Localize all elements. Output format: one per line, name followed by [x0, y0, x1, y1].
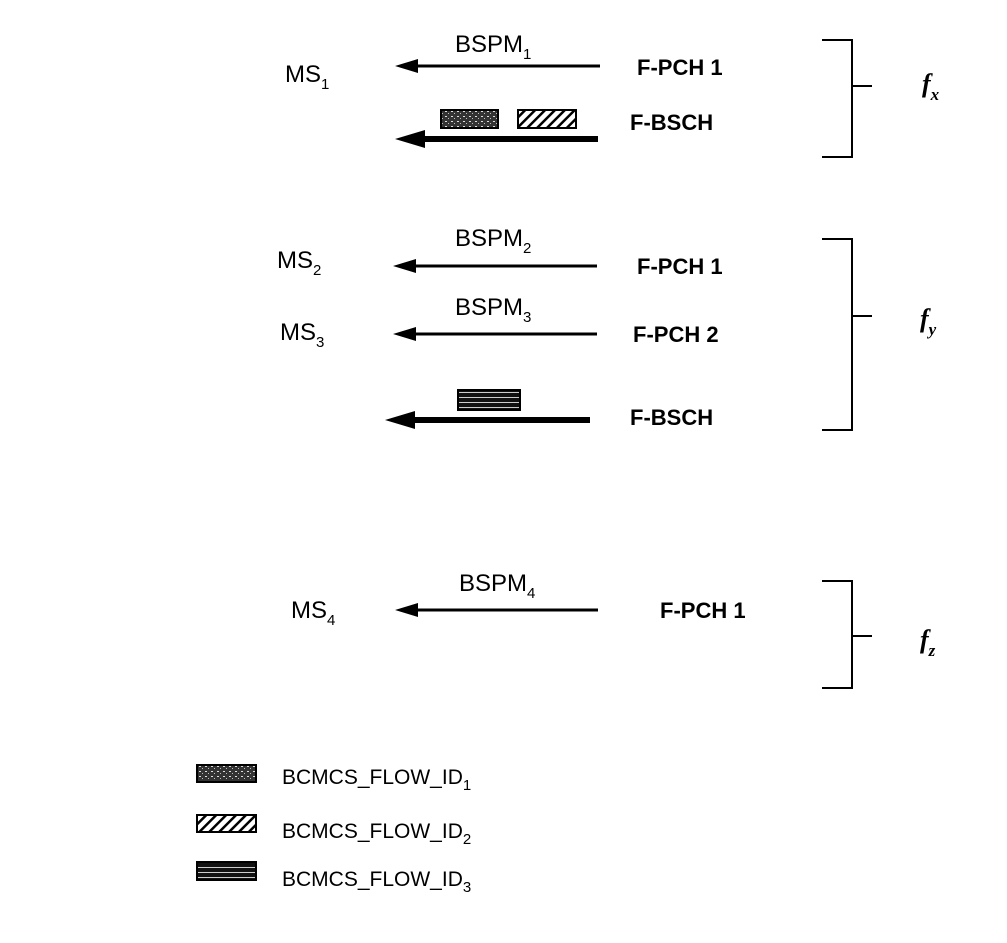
frequency-bracket [822, 239, 872, 430]
legend-swatch-hatched [197, 815, 256, 832]
channel-label: F-PCH 2 [633, 322, 719, 347]
bspm-label: BSPM1 [455, 31, 531, 63]
channel-label: F-PCH 1 [637, 55, 723, 80]
channel-label: F-PCH 1 [660, 598, 746, 623]
legend-label: BCMCS_FLOW_ID2 [282, 820, 471, 848]
legend-swatch-dotted [197, 765, 256, 782]
flow-2-block [518, 110, 576, 128]
thick-arrow-left [385, 411, 590, 429]
legend-label: BCMCS_FLOW_ID1 [282, 766, 471, 794]
flow-1-block [441, 110, 498, 128]
group-fy: MS2 BSPM2 F-PCH 1 MS3 BSPM3 F-PCH 2 F-BS… [277, 225, 937, 430]
legend: BCMCS_FLOW_ID1 BCMCS_FLOW_ID2 BCMCS_FLOW… [197, 765, 471, 896]
legend-swatch-striped [197, 862, 256, 880]
channel-label: F-BSCH [630, 405, 713, 430]
ms-label: MS3 [280, 319, 324, 351]
frequency-bracket [822, 581, 872, 688]
ms-label: MS4 [291, 597, 335, 629]
group-fx: MS1 BSPM1 F-PCH 1 F-BSCH fx [285, 31, 940, 157]
channel-label: F-BSCH [630, 110, 713, 135]
group-fz: MS4 BSPM4 F-PCH 1 fz [291, 570, 936, 688]
frequency-bracket [822, 40, 872, 157]
arrow-left [395, 603, 598, 617]
frequency-label: fy [920, 304, 937, 339]
arrow-left [393, 327, 597, 341]
bspm-label: BSPM3 [455, 294, 531, 326]
arrow-left [393, 259, 597, 273]
thick-arrow-left [395, 130, 598, 148]
legend-label: BCMCS_FLOW_ID3 [282, 868, 471, 896]
channel-label: F-PCH 1 [637, 254, 723, 279]
frequency-label: fx [922, 69, 940, 104]
ms-label: MS1 [285, 61, 329, 93]
bspm-label: BSPM2 [455, 225, 531, 257]
arrow-left [395, 59, 600, 73]
bspm-label: BSPM4 [459, 570, 535, 602]
flow-3-block [458, 390, 520, 410]
frequency-label: fz [920, 625, 936, 660]
ms-label: MS2 [277, 247, 321, 279]
